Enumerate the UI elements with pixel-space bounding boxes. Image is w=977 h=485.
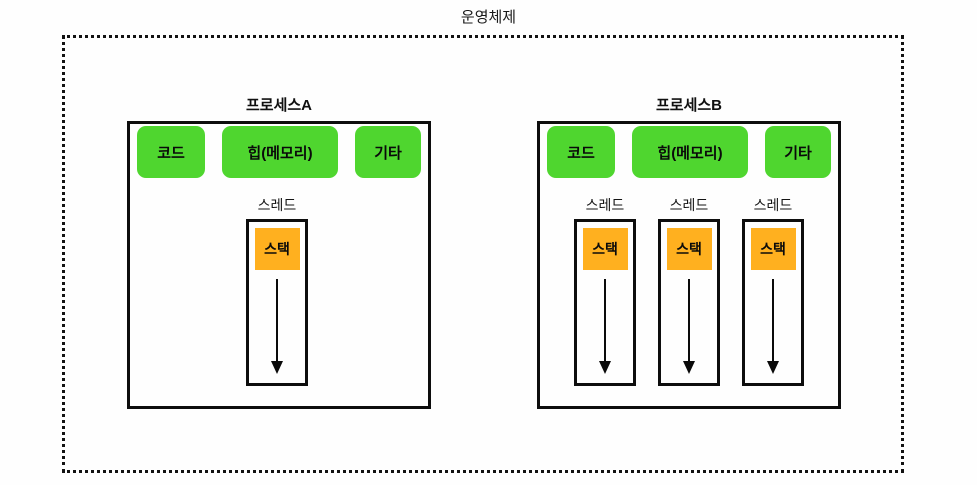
process-b-group: 프로세스B 코드 힙(메모리) 기타 스레드 스택 스레드: [537, 94, 841, 409]
process-a-threads: 스레드 스택: [246, 197, 308, 386]
arrow-shaft: [688, 279, 690, 364]
thread-item: 스레드 스택: [658, 197, 720, 386]
thread-column: 스택: [742, 219, 804, 386]
thread-label: 스레드: [669, 197, 709, 213]
thread-label: 스레드: [257, 197, 297, 213]
thread-column: 스택: [658, 219, 720, 386]
thread-label: 스레드: [585, 197, 625, 213]
arrow-head: [271, 361, 283, 374]
arrow-shaft: [772, 279, 774, 364]
arrow-shaft: [276, 279, 278, 364]
segment-etc: 기타: [355, 126, 421, 178]
thread-label: 스레드: [753, 197, 793, 213]
stack-box: 스택: [750, 228, 796, 270]
thread-item: 스레드 스택: [574, 197, 636, 386]
thread-column: 스택: [574, 219, 636, 386]
diagram-title: 운영체제: [460, 9, 517, 26]
down-arrow-icon: [683, 279, 695, 374]
arrow-head: [599, 361, 611, 374]
segment-code: 코드: [547, 126, 615, 178]
arrow-head: [767, 361, 779, 374]
down-arrow-icon: [767, 279, 779, 374]
segment-code: 코드: [137, 126, 205, 178]
arrow-shaft: [604, 279, 606, 364]
process-b-segments: 코드 힙(메모리) 기타: [547, 126, 831, 178]
process-b-title: 프로세스B: [655, 97, 723, 114]
stack-box: 스택: [666, 228, 712, 270]
down-arrow-icon: [271, 279, 283, 374]
thread-column: 스택: [246, 219, 308, 386]
operating-system-boundary: [62, 35, 904, 473]
process-a-segments: 코드 힙(메모리) 기타: [137, 126, 421, 178]
thread-item: 스레드 스택: [246, 197, 308, 386]
process-a-group: 프로세스A 코드 힙(메모리) 기타 스레드 스택: [127, 94, 431, 409]
down-arrow-icon: [599, 279, 611, 374]
segment-etc: 기타: [765, 126, 831, 178]
process-a-title: 프로세스A: [245, 97, 313, 114]
thread-item: 스레드 스택: [742, 197, 804, 386]
stack-box: 스택: [582, 228, 628, 270]
process-b-threads: 스레드 스택 스레드 스택: [574, 197, 804, 386]
arrow-head: [683, 361, 695, 374]
segment-heap-memory: 힙(메모리): [632, 126, 748, 178]
stack-box: 스택: [254, 228, 300, 270]
segment-heap-memory: 힙(메모리): [222, 126, 338, 178]
